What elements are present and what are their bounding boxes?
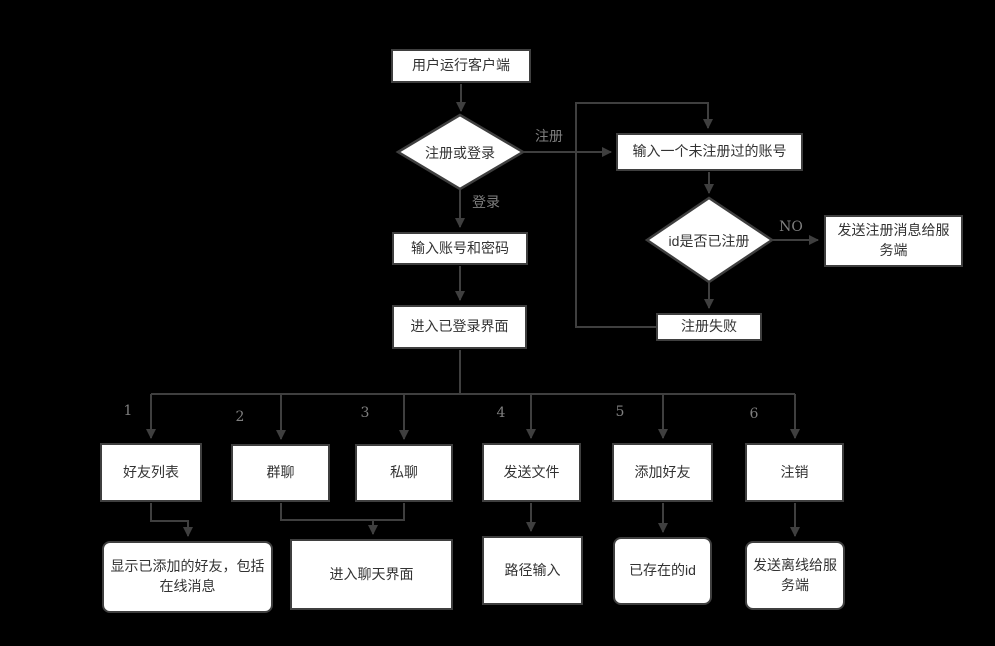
node-private-chat: 私聊: [355, 444, 453, 502]
branch-number-4: 4: [496, 405, 506, 421]
node-group-chat: 群聊: [231, 444, 330, 502]
edge-fail-loop-back: [575, 102, 713, 328]
branch-number-3: 3: [360, 405, 370, 421]
node-start: 用户运行客户端: [391, 49, 531, 83]
branch-number-5: 5: [615, 404, 625, 420]
edge-friend-list-to-show-friends: [150, 503, 193, 537]
node-enter-logged-in-ui: 进入已登录界面: [392, 305, 527, 349]
node-logout: 注销: [745, 443, 844, 502]
branch-number-2: 2: [235, 409, 245, 425]
node-send-offline-to-server: 发送离线给服务端: [745, 541, 845, 610]
decision-register-or-login-label: 注册或登录: [425, 145, 495, 161]
node-existing-id: 已存在的id: [613, 537, 712, 605]
node-enter-unregistered-account: 输入一个未注册过的账号: [616, 133, 803, 171]
node-enter-chat-ui: 进入聊天界面: [290, 539, 453, 610]
decision-id-registered-label: id是否已注册: [668, 233, 750, 249]
node-show-added-friends: 显示已添加的好友，包括在线消息: [102, 541, 273, 613]
node-register-failed: 注册失败: [656, 313, 762, 341]
decision-id-registered-shape: [644, 196, 775, 284]
decision-register-or-login-shape: [395, 113, 526, 191]
branch-number-6: 6: [749, 406, 759, 422]
edge-label-login: 登录: [472, 194, 500, 210]
node-enter-account-password: 输入账号和密码: [392, 232, 528, 265]
edge-label-register: 注册: [535, 128, 563, 144]
node-send-file: 发送文件: [482, 443, 581, 502]
edge-label-no: NO: [779, 219, 803, 235]
node-friend-list: 好友列表: [100, 443, 202, 502]
node-path-input: 路径输入: [482, 536, 583, 605]
node-add-friend: 添加好友: [612, 443, 713, 502]
branch-number-1: 1: [123, 403, 133, 419]
node-send-register-msg-to-server: 发送注册消息给服务端: [824, 215, 963, 267]
edge-chat-merge: [280, 503, 405, 521]
